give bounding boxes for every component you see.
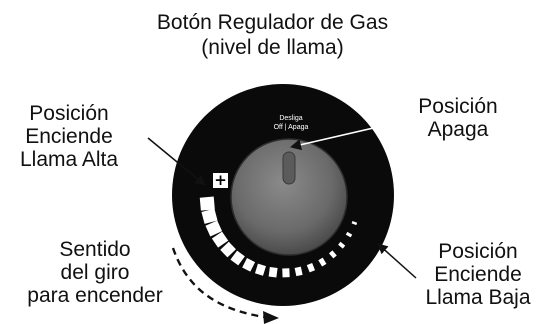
scale-segment (282, 268, 290, 278)
scale-segment (345, 231, 353, 238)
title-line-1: Botón Regulador de Gas (156, 11, 389, 34)
scale-segment (306, 263, 316, 273)
label-rotation-line-3: para encender (27, 284, 163, 307)
label-on-high-line-3: Llama Alta (19, 148, 119, 171)
scale-segment (268, 267, 278, 278)
title-line-2: (nivel de llama) (201, 36, 344, 59)
label-on-high-flame: Posición Enciende Llama Alta (4, 102, 134, 171)
label-off-line-1: Posición (418, 95, 498, 118)
label-on-high-line-2: Enciende (25, 125, 113, 148)
plus-symbol: + (214, 171, 227, 189)
label-on-low-line-1: Posición (438, 240, 518, 263)
scale-segment (230, 250, 245, 266)
label-on-low-flame: Posición Enciende Llama Baja (410, 240, 545, 309)
label-off-line-2: Apaga (427, 118, 489, 141)
label-off-position: Posición Apaga (408, 95, 508, 141)
rotation-arrow-head (263, 311, 279, 324)
scale-segment (294, 266, 303, 277)
scale-segment (220, 241, 236, 258)
scale-segment (318, 257, 327, 267)
dashed-curved-arrow-icon (171, 247, 273, 320)
scale-segment (205, 220, 223, 237)
diagram-title: Botón Regulador de Gas (nivel de llama) (0, 10, 545, 60)
dial-off-text-line-1: Desliga (279, 115, 302, 122)
arrow-to-off (289, 116, 422, 151)
scale-segment (254, 263, 266, 276)
label-rotation-direction: Sentido del giro para encender (20, 238, 170, 307)
arrow-to-on-high (147, 137, 206, 186)
flame-level-scale (199, 196, 358, 278)
label-rotation-line-1: Sentido (59, 238, 131, 261)
gas-knob-icon[interactable] (230, 138, 348, 256)
scale-segment (328, 250, 337, 259)
scale-segment (199, 196, 215, 211)
scale-segment (338, 241, 346, 249)
plus-marker-box (213, 173, 228, 188)
label-on-low-line-3: Llama Baja (425, 286, 531, 309)
arrow-to-on-low (377, 243, 417, 279)
dial-off-text-line-2: Off | Apaga (274, 124, 309, 131)
scale-segment (242, 258, 256, 272)
scale-segment (211, 231, 229, 248)
label-rotation-line-2: del giro (60, 261, 130, 284)
scale-segment (351, 221, 358, 226)
label-on-high-line-1: Posición (29, 102, 109, 125)
scale-segment (201, 208, 218, 224)
label-on-low-line-2: Enciende (434, 263, 522, 286)
